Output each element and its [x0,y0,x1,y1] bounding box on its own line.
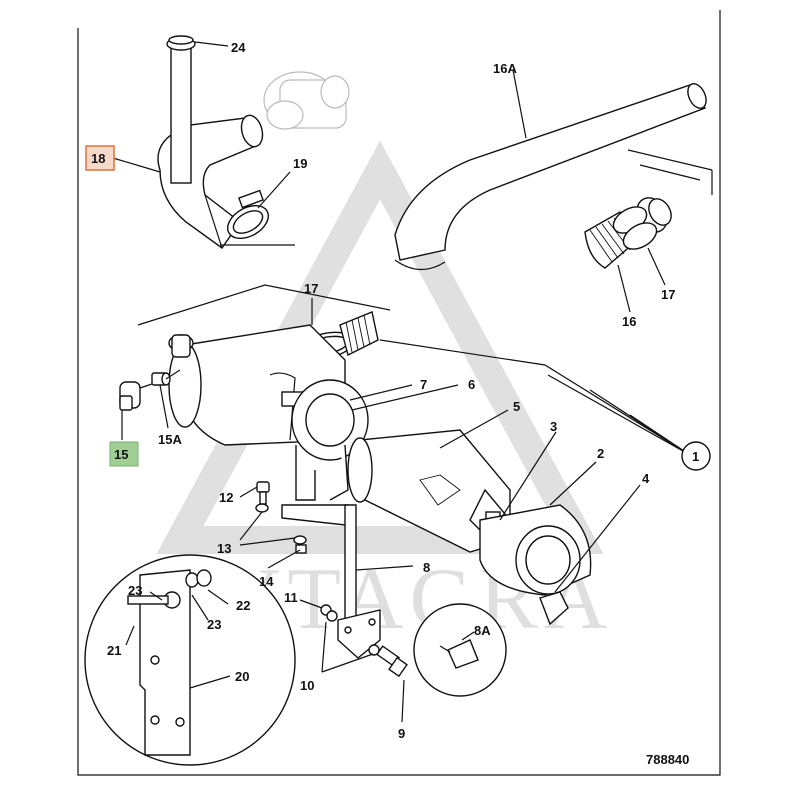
hose-clamp-17-right [612,206,658,250]
callout-17-top[interactable]: 17 [304,281,318,296]
callout-22[interactable]: 22 [236,598,250,613]
callout-15-highlight [109,441,139,467]
guide-line [137,284,391,326]
detail-8A [413,603,507,697]
callout-18[interactable]: 18 [91,151,105,166]
leader-lines [112,41,691,723]
dust-valve-4 [539,591,569,626]
hose-clamp-19 [227,189,269,240]
callout-8[interactable]: 8 [423,560,430,575]
callout-18-highlight [85,145,115,171]
callout-16[interactable]: 16 [622,314,636,329]
callout-15[interactable]: 15 [114,447,128,462]
diagram-frame [77,10,721,776]
callout-10[interactable]: 10 [300,678,314,693]
bolt-12 [256,481,270,505]
stack-pipe-24 [166,35,196,184]
callout-24[interactable]: 24 [231,40,246,55]
turbo-ghost [263,71,350,130]
nut-14 [295,544,307,554]
callout-2[interactable]: 2 [597,446,604,461]
intake-pipe-16A [394,83,707,271]
callout-11[interactable]: 11 [284,590,298,605]
callout-6[interactable]: 6 [468,377,475,392]
callout-1[interactable]: 1 [692,449,699,464]
nut-11 [320,604,338,622]
bracket-outline [627,149,713,195]
callout-16A[interactable]: 16A [493,61,517,76]
guide-line [165,369,181,380]
inlet-sleeve [339,311,379,357]
callout-19[interactable]: 19 [293,156,307,171]
restriction-indicator-15 [119,381,153,411]
support-stand-8 [337,504,381,659]
callout-12[interactable]: 12 [219,490,233,505]
guide-line [379,339,691,456]
callout-7[interactable]: 7 [420,377,427,392]
callout-20[interactable]: 20 [235,669,249,684]
callout-15A[interactable]: 15A [158,432,182,447]
callout-23-left[interactable]: 23 [128,583,142,598]
callout-5[interactable]: 5 [513,399,520,414]
end-cover-2 [479,504,592,596]
drawing-number: 788840 [646,752,689,767]
detail-bracket-20 [84,554,296,766]
adapter-15A [151,372,171,386]
callout-3[interactable]: 3 [550,419,557,434]
callout-9[interactable]: 9 [398,726,405,741]
callout-23-right[interactable]: 23 [207,617,221,632]
callout-8A[interactable]: 8A [474,623,491,638]
callout-labels: 24 16A 18 19 17 17 16 7 6 5 3 2 4 1 15 1… [85,40,711,767]
callout-14[interactable]: 14 [259,574,274,589]
callout-17-right[interactable]: 17 [661,287,675,302]
callout-21[interactable]: 21 [107,643,121,658]
callout-13[interactable]: 13 [217,541,231,556]
callout-4[interactable]: 4 [642,471,650,486]
callout-1-circle [681,441,711,471]
bolt-9 [368,644,408,678]
